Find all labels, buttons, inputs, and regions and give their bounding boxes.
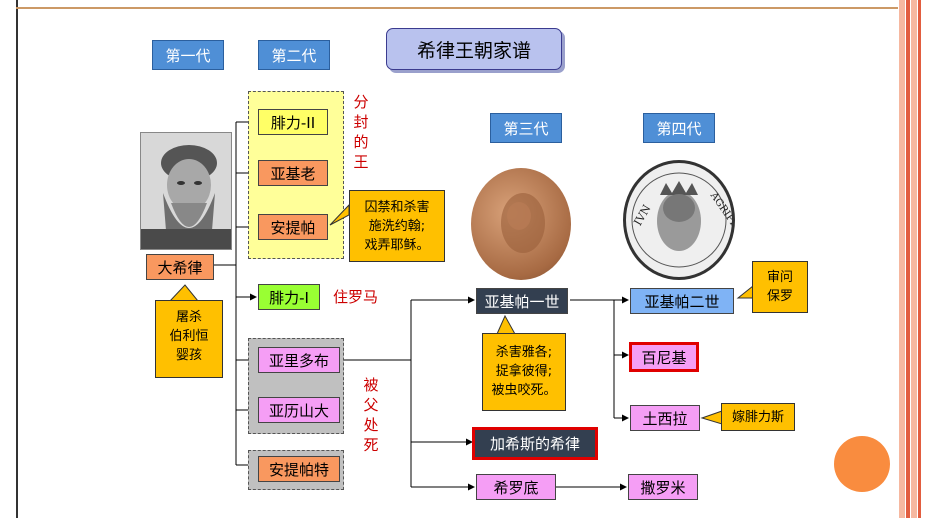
note-herod: 屠杀 伯利恒 婴孩 [155, 300, 223, 378]
node-herod-of-chalcis: 加希斯的希律 [472, 427, 598, 460]
node-philip-i: 腓力-I [258, 284, 320, 310]
tetrarch-label: 分 封 的 王 [353, 93, 369, 171]
orange-circle [834, 436, 890, 492]
node-herod-the-great: 大希律 [146, 254, 214, 280]
node-agrippa-ii: 亚基帕二世 [630, 288, 734, 314]
note-agrippa-ii: 审问 保罗 [752, 261, 808, 313]
node-alexander: 亚历山大 [258, 397, 340, 423]
node-herodias: 希罗底 [476, 474, 556, 500]
node-antipater: 安提帕特 [258, 456, 340, 482]
node-bernice: 百尼基 [629, 342, 699, 372]
note-antipas: 囚禁和杀害 施洗约翰; 戏弄耶稣。 [349, 190, 445, 262]
right-stripe [899, 0, 905, 518]
node-antipas: 安提帕 [258, 214, 328, 240]
right-stripe [906, 0, 910, 518]
right-stripe [918, 0, 921, 518]
right-stripe [911, 0, 917, 518]
executed-label: 被 父 处 死 [363, 376, 379, 454]
coin-agrippa2: IVN AGRIPPA [623, 160, 735, 280]
node-philip-ii: 腓力-II [258, 109, 328, 135]
node-aristobulus: 亚里多布 [258, 347, 340, 373]
left-border [16, 0, 18, 518]
coin-inscription: IVN [631, 202, 653, 228]
page-title: 希律王朝家谱 [386, 28, 562, 70]
rome-label: 住罗马 [333, 288, 379, 306]
note-agrippa-i: 杀害雅各; 捉拿彼得; 被虫咬死。 [482, 333, 566, 411]
generation-label: 第一代 [152, 40, 224, 70]
generation-label: 第二代 [258, 40, 330, 70]
coin-agrippa1 [471, 168, 571, 280]
node-agrippa-i: 亚基帕一世 [476, 288, 568, 314]
note-drusilla: 嫁腓力斯 [721, 403, 795, 431]
node-archelaus: 亚基老 [258, 160, 328, 186]
generation-label: 第三代 [490, 113, 562, 143]
generation-label: 第四代 [643, 113, 715, 143]
top-border [16, 7, 898, 9]
herod-portrait [140, 132, 232, 250]
coin-inscription: AGRIPPA [707, 190, 732, 236]
node-drusilla: 土西拉 [630, 405, 700, 431]
node-salome: 撒罗米 [628, 474, 698, 500]
